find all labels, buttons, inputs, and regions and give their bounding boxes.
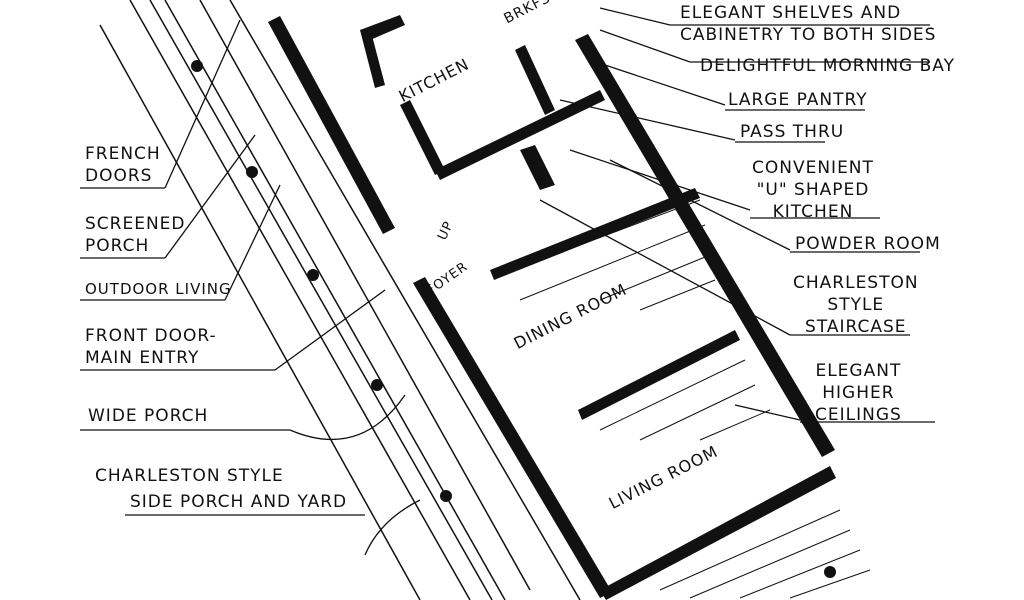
- label-text: Main Entry: [85, 348, 200, 368]
- label-text: Porch: [85, 236, 150, 256]
- label-powder-room: Powder Room: [795, 234, 941, 254]
- label-pantry: Large Pantry: [728, 90, 868, 110]
- label-text: Elegant: [815, 361, 902, 381]
- label-shelves: Elegant shelves and cabinetry to both si…: [680, 2, 936, 46]
- label-text: Doors: [85, 166, 153, 186]
- label-outdoor-living: Outdoor Living: [85, 280, 232, 298]
- label-text: Style: [827, 295, 885, 315]
- label-front-door: Front Door- Main Entry: [85, 325, 217, 369]
- label-text: Charleston: [793, 273, 919, 293]
- label-text: Ceilings: [815, 405, 902, 425]
- label-u-kitchen: Convenient "U" Shaped Kitchen: [752, 157, 874, 223]
- label-staircase: Charleston Style Staircase: [793, 272, 919, 338]
- label-text: Charleston Style: [95, 466, 284, 486]
- label-text: Staircase: [805, 317, 907, 337]
- label-ceilings: Elegant Higher Ceilings: [815, 360, 902, 426]
- label-text: French: [85, 144, 161, 164]
- label-side-porch: Charleston Style Side Porch and Yard: [95, 465, 347, 513]
- label-text: cabinetry to both sides: [680, 25, 937, 45]
- label-text: Front Door-: [85, 326, 217, 346]
- label-morning-bay: Delightful Morning Bay: [700, 56, 955, 76]
- railing-line: [129, 0, 471, 600]
- label-french-doors: French Doors: [85, 143, 161, 187]
- label-text: Convenient: [752, 158, 874, 178]
- label-text: Screened: [85, 214, 186, 234]
- label-pass-thru: Pass Thru: [740, 122, 845, 142]
- label-text: "U" Shaped: [756, 180, 870, 200]
- label-text: Elegant shelves and: [680, 3, 902, 23]
- walls: [268, 15, 836, 600]
- label-wide-porch: Wide Porch: [88, 406, 209, 426]
- label-text: Kitchen: [772, 202, 854, 222]
- label-screened-porch: Screened Porch: [85, 213, 186, 257]
- label-text: Higher: [822, 383, 895, 403]
- label-text: Side Porch and Yard: [130, 492, 348, 512]
